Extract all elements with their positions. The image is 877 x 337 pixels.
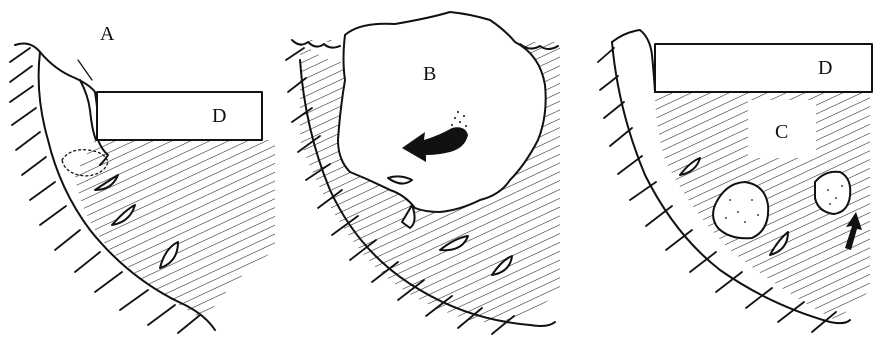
label-A: A [100,23,115,45]
panel-left: A D [10,23,290,335]
boulder-2-right [815,172,850,214]
block-D-right [655,44,872,92]
label-D-left: D [212,105,226,127]
panel-middle: B [286,12,565,334]
label-D-right: D [818,57,832,79]
label-C: C [775,121,788,143]
pointer-A [78,60,92,80]
block-D-left [97,92,262,140]
label-B: B [423,63,436,85]
panel-right: C D [598,30,875,332]
